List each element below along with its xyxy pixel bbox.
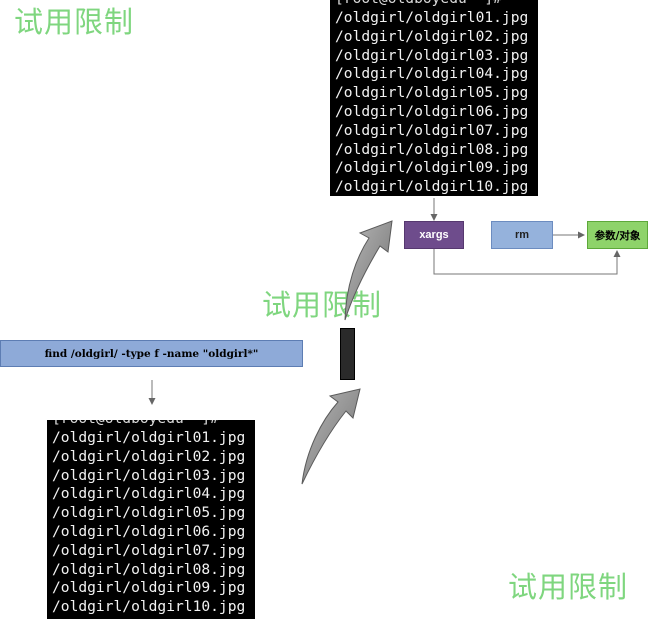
xargs-box: xargs <box>404 221 464 249</box>
terminal-line: /oldgirl/oldgirl02.jpg <box>52 447 246 465</box>
terminal-line: /oldgirl/oldgirl05.jpg <box>335 84 529 102</box>
find-command-box: find /oldgirl/ -type f -name "oldgirl*" <box>0 340 303 367</box>
curved-arrow-bottom <box>301 388 361 485</box>
terminal-prompt: [root@oldboyedu ~]# <box>335 0 538 9</box>
watermark-trial-limit-top: 试用限制 <box>14 5 135 39</box>
terminal-line: /oldgirl/oldgirl10.jpg <box>335 178 529 196</box>
rm-label: rm <box>514 229 530 241</box>
curved-arrow-top <box>344 220 393 321</box>
terminal-line: /oldgirl/oldgirl07.jpg <box>335 121 529 139</box>
terminal-line: /oldgirl/oldgirl09.jpg <box>52 579 246 597</box>
terminal-line: /oldgirl/oldgirl09.jpg <box>335 159 529 177</box>
arrow-xargs-to-param <box>433 249 621 275</box>
param-object-box: 参数/对象 <box>587 221 648 249</box>
terminal-line: /oldgirl/oldgirl04.jpg <box>52 485 246 503</box>
terminal-line: /oldgirl/oldgirl02.jpg <box>335 27 529 45</box>
terminal-line: /oldgirl/oldgirl04.jpg <box>335 65 529 83</box>
terminal-line: /oldgirl/oldgirl01.jpg <box>52 429 246 446</box>
terminal-line: /oldgirl/oldgirl06.jpg <box>335 102 529 120</box>
terminal-line: /oldgirl/oldgirl05.jpg <box>52 504 246 522</box>
find-command-text: find /oldgirl/ -type f -name "oldgirl*" <box>44 347 259 360</box>
terminal-output-top: [root@oldboyedu ~]# /oldgirl/oldgirl01.j… <box>330 0 538 196</box>
terminal-line: /oldgirl/oldgirl03.jpg <box>335 46 529 64</box>
terminal-output-bottom: [root@oldboyedu ~]# /oldgirl/oldgirl01.j… <box>47 420 255 619</box>
xargs-label: xargs <box>419 229 449 241</box>
terminal-line: /oldgirl/oldgirl07.jpg <box>52 541 246 559</box>
terminal-line: /oldgirl/oldgirl06.jpg <box>52 522 246 540</box>
watermark-trial-limit-middle: 试用限制 <box>262 288 383 322</box>
terminal-line: /oldgirl/oldgirl08.jpg <box>335 140 529 158</box>
rm-box: rm <box>491 221 553 249</box>
terminal-line: /oldgirl/oldgirl08.jpg <box>52 560 246 578</box>
param-object-label: 参数/对象 <box>594 229 641 242</box>
terminal-line: /oldgirl/oldgirl03.jpg <box>52 466 246 484</box>
terminal-line: /oldgirl/oldgirl10.jpg <box>52 598 246 616</box>
pipe-separator-bar <box>340 328 355 380</box>
terminal-prompt: [root@oldboyedu ~]# <box>52 420 255 429</box>
terminal-line: /oldgirl/oldgirl01.jpg <box>335 9 529 26</box>
watermark-trial-limit-bottom: 试用限制 <box>508 570 629 604</box>
